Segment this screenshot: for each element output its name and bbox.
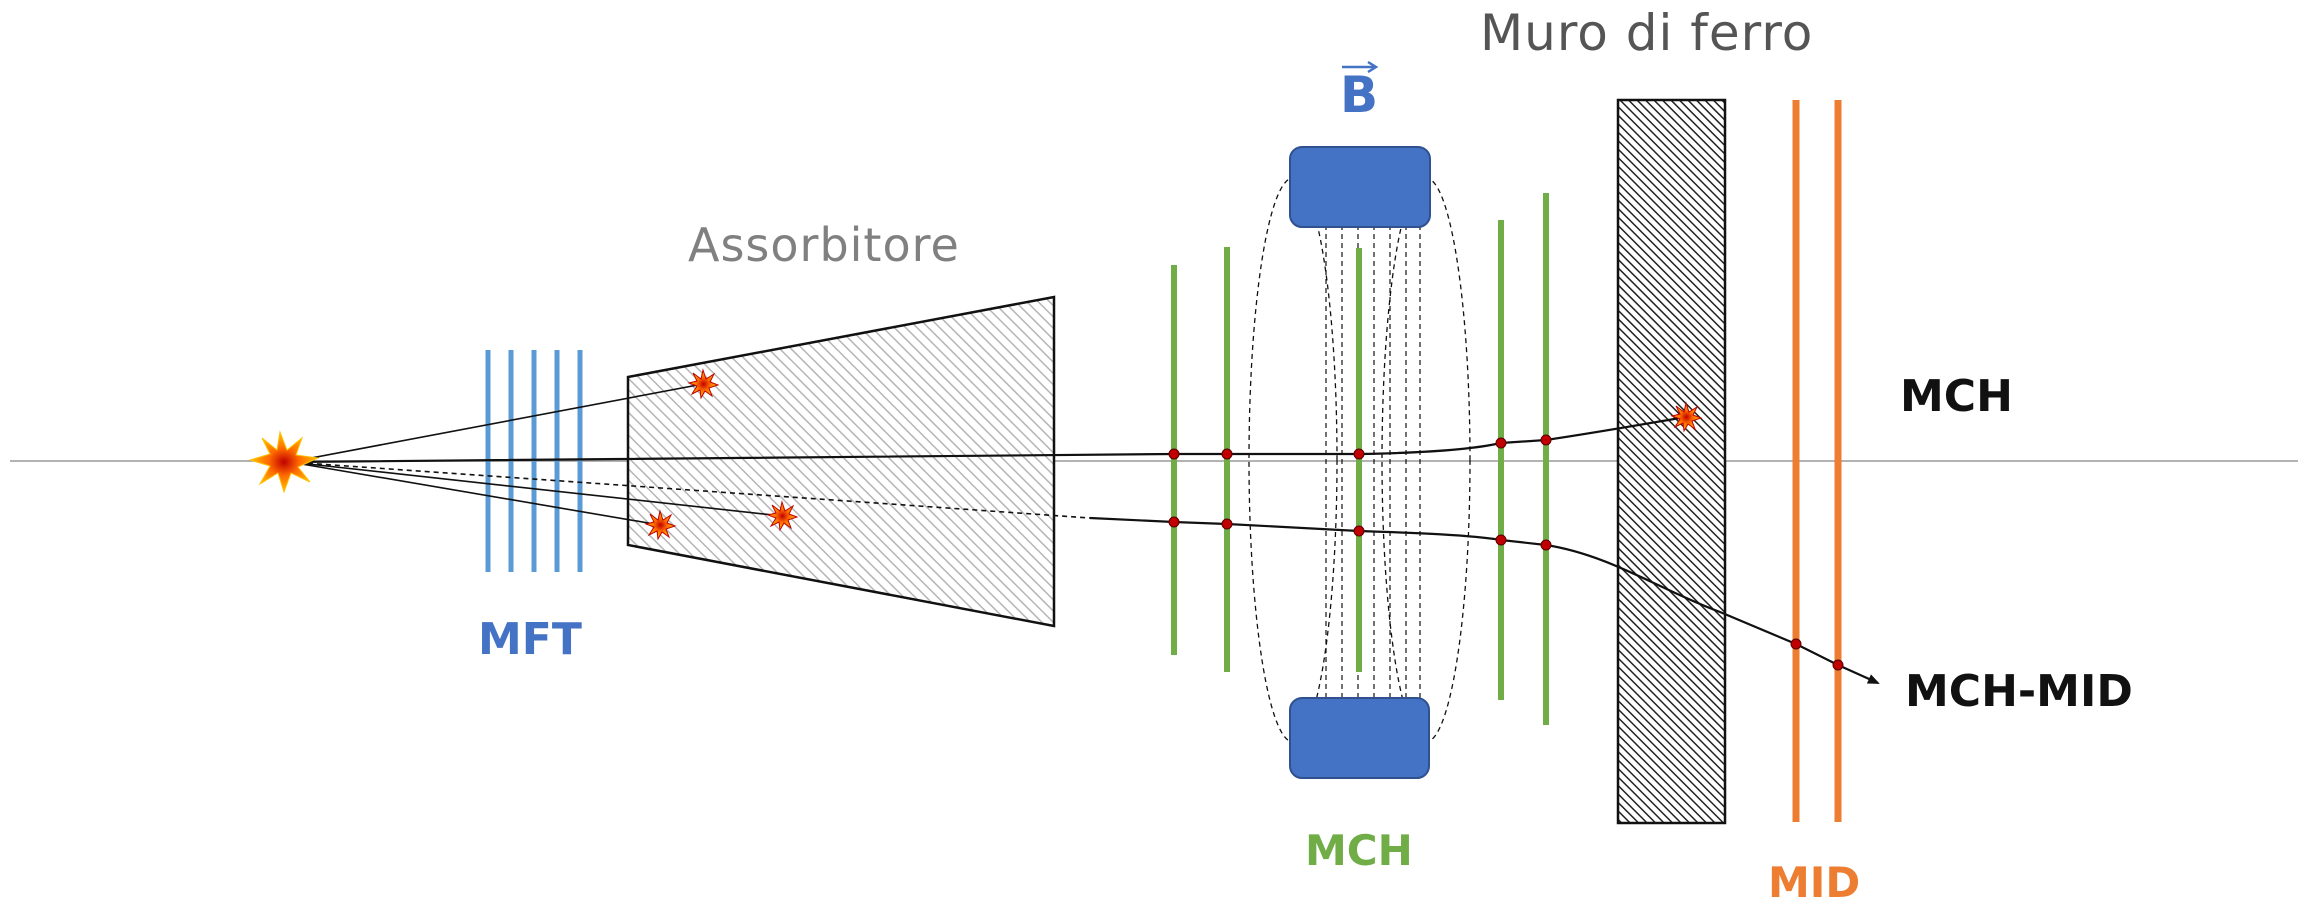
absorption-burst-icon	[766, 500, 799, 532]
collision-burst-icon	[248, 430, 320, 494]
mid-label: MID	[1768, 858, 1861, 907]
hit-point	[1353, 525, 1365, 537]
absorption-burst-icon	[687, 368, 720, 400]
absorption-burst-icon	[1670, 401, 1703, 433]
mft-label: MFT	[478, 614, 582, 665]
hit-point	[1832, 659, 1844, 671]
hit-point	[1540, 539, 1552, 551]
mch-label: MCH	[1305, 826, 1413, 875]
track-mch-mid-label: MCH-MID	[1905, 666, 2133, 717]
track-mch-mid	[1089, 516, 1880, 685]
vector-arrow-icon	[1342, 60, 1379, 74]
hit-point	[1168, 448, 1180, 460]
track-mch-label: MCH	[1900, 371, 2013, 422]
absorber-label: Assorbitore	[688, 218, 960, 272]
hit-point	[1495, 437, 1507, 449]
magnet-coil-bottom	[1289, 697, 1430, 779]
mid-planes	[1792, 100, 1842, 822]
absorber	[626, 295, 1056, 628]
track-hits	[1168, 434, 1844, 671]
hit-point	[1353, 448, 1365, 460]
hit-point	[1790, 638, 1802, 650]
hit-point	[1168, 516, 1180, 528]
absorbed-tracks	[289, 383, 783, 526]
magnetic-field-label: B	[1340, 60, 1379, 120]
absorption-burst-icon	[644, 509, 677, 541]
iron-wall-label: Muro di ferro	[1480, 4, 1814, 62]
magnetic-field-lines	[1325, 225, 1421, 700]
hit-point	[1221, 518, 1233, 530]
absorption-bursts	[644, 368, 1703, 541]
iron-wall	[1616, 98, 1727, 825]
track-mch-mid-dashed	[289, 461, 1091, 519]
hit-point	[1221, 448, 1233, 460]
hit-point	[1495, 534, 1507, 546]
hit-point	[1540, 434, 1552, 446]
magnetic-field-symbol: B	[1340, 66, 1379, 124]
magnet-coil-top	[1289, 146, 1431, 228]
